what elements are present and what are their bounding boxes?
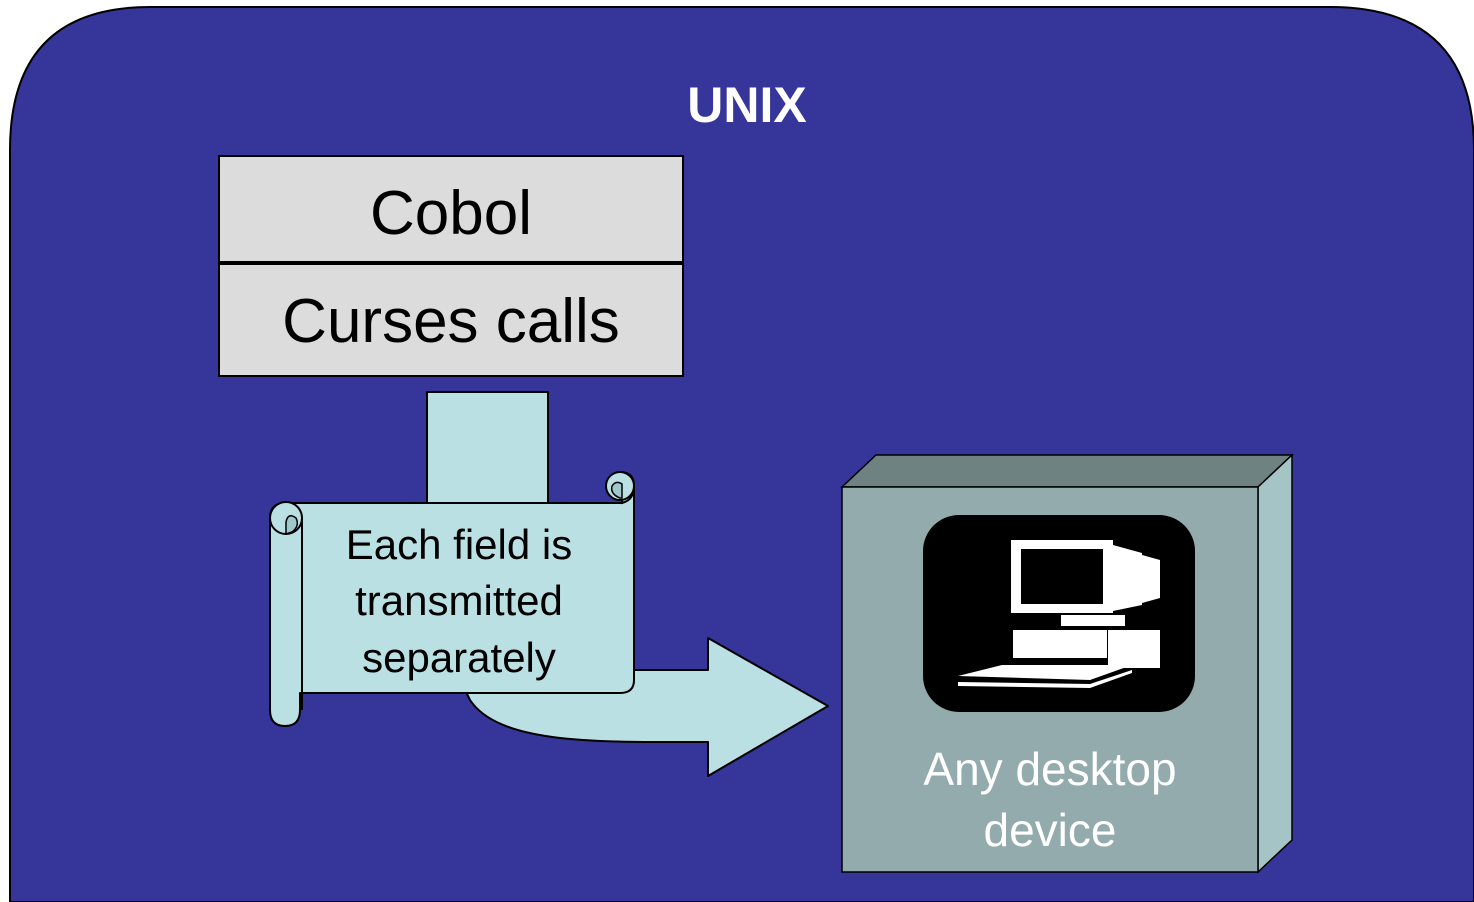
cobol-layer-box	[218, 155, 684, 263]
scroll-note-line-2: transmitted	[355, 577, 563, 624]
scroll-note-line-3: separately	[362, 634, 556, 681]
curses-layer-label: Curses calls	[282, 287, 620, 356]
device-label-line-1: Any desktop	[923, 743, 1176, 795]
curses-layer-box	[218, 263, 684, 377]
desktop-computer-icon	[923, 515, 1195, 712]
device-label-line-2: device	[984, 804, 1117, 856]
container-title: UNIX	[687, 77, 806, 133]
scroll-note: Each field is transmitted separately	[269, 471, 636, 727]
scroll-note-line-1: Each field is	[346, 521, 572, 568]
cobol-layer-label: Cobol	[370, 179, 532, 248]
